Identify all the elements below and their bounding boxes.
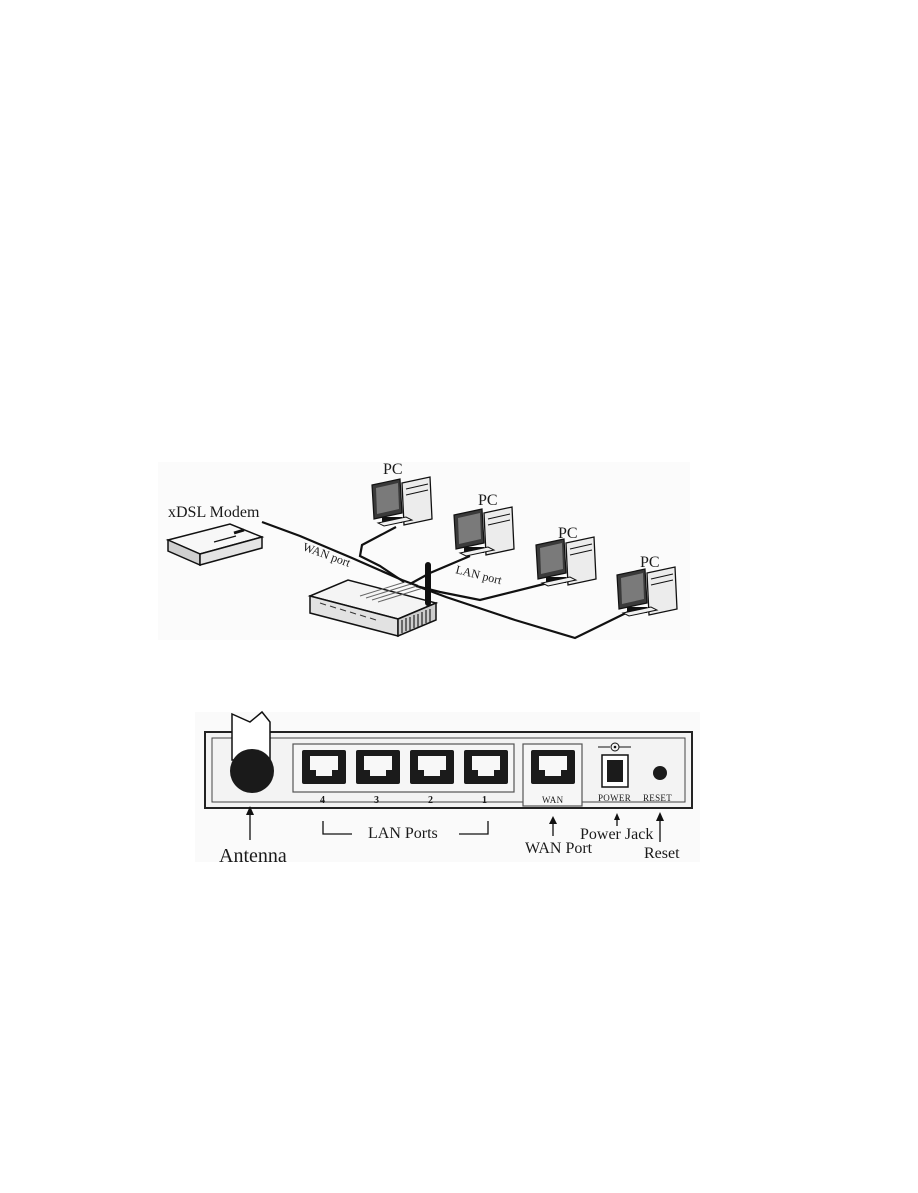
antenna-callout: Antenna <box>219 845 287 867</box>
lan-port-1-number: 1 <box>482 795 487 806</box>
lan-port-3 <box>356 750 400 784</box>
xdsl-modem <box>165 523 265 567</box>
pc-3-label: PC <box>558 525 578 542</box>
reset-callout-arrow <box>656 812 664 842</box>
rear-panel-diagram: 4 3 2 1 WAN POWER RESET Ante <box>195 710 700 867</box>
reset-button <box>653 766 667 780</box>
lan-port-1 <box>464 750 508 784</box>
lan-cable-pc3 <box>415 581 549 602</box>
pc-1 <box>371 476 433 527</box>
power-jack-callout-arrow <box>614 813 620 826</box>
power-jack-callout: Power Jack <box>580 826 653 843</box>
lan-ports-bracket <box>322 821 489 835</box>
pc-1-label: PC <box>383 461 403 478</box>
lan-cable-pc1 <box>358 526 405 583</box>
antenna-mount <box>230 710 274 793</box>
wan-port-callout: WAN Port <box>525 840 593 857</box>
power-polarity-icon <box>598 742 631 752</box>
lan-port-2 <box>410 750 454 784</box>
wan-port-callout-arrow <box>549 816 557 836</box>
pc-4-label: PC <box>640 554 660 571</box>
pc-4 <box>616 566 678 617</box>
pc-3 <box>535 536 597 587</box>
lan-cable-pc4 <box>421 586 629 640</box>
network-diagram: xDSL Modem WAN port <box>158 461 690 640</box>
wan-port <box>531 750 575 784</box>
lan-cable-pc2 <box>409 554 471 585</box>
power-port-label: POWER <box>598 793 631 803</box>
reset-port-label: RESET <box>643 793 672 803</box>
router-device <box>307 579 439 638</box>
lan-port-4-number: 4 <box>320 795 325 806</box>
pc-2 <box>453 506 515 557</box>
power-jack <box>601 754 629 788</box>
antenna-callout-arrow <box>246 806 254 840</box>
router-antenna <box>425 562 431 606</box>
lan-port-3-number: 3 <box>374 795 379 806</box>
modem-label: xDSL Modem <box>168 504 260 521</box>
wan-cable <box>261 520 419 588</box>
rear-panel-inner-border <box>211 737 686 803</box>
reset-callout: Reset <box>644 845 680 862</box>
wan-port-label: WAN <box>542 795 564 805</box>
lan-port-2-number: 2 <box>428 795 433 806</box>
lan-ports-callout: LAN Ports <box>368 825 438 842</box>
lan-port-4 <box>302 750 346 784</box>
pc-2-label: PC <box>478 492 498 509</box>
